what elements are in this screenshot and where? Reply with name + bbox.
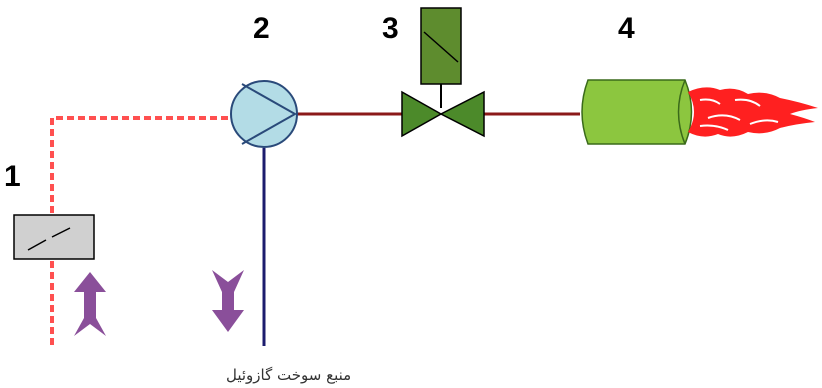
flame-icon — [688, 87, 818, 137]
filter-icon — [13, 214, 95, 260]
solenoid-valve-icon — [401, 7, 485, 138]
arrow-up-icon — [74, 272, 106, 336]
fuel-tank-caption: منبع سوخت گازوئیل — [226, 366, 351, 384]
pump-icon — [230, 80, 298, 148]
suction-line — [50, 116, 228, 345]
filter-label: 1 — [4, 160, 21, 193]
pump-label: 2 — [253, 12, 270, 45]
arrow-down-icon — [212, 270, 244, 332]
burner-icon — [581, 79, 693, 145]
burner-label: 4 — [618, 12, 635, 45]
valve-label: 3 — [382, 12, 399, 45]
